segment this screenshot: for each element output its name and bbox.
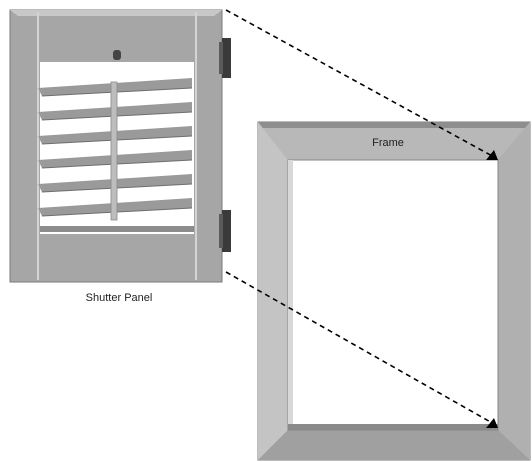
tilt-rod xyxy=(110,81,118,221)
bottom-connector-line xyxy=(225,271,495,425)
frame-opening xyxy=(287,159,499,431)
bottom-arrowhead-icon xyxy=(486,418,498,428)
frame-bottom-bevel xyxy=(258,430,530,460)
hinge-bottom-leaf xyxy=(219,214,223,248)
frame-top-bevel xyxy=(258,122,530,160)
connector-lines xyxy=(225,9,498,428)
frame-top-edge xyxy=(258,122,530,128)
frame-left-bevel xyxy=(258,122,288,460)
hinge-top xyxy=(222,38,231,78)
frame xyxy=(257,121,531,461)
frame-inner-left-shadow xyxy=(288,160,293,430)
panel-bottom-rail-edge xyxy=(40,226,194,232)
shutter-panel xyxy=(9,9,231,283)
top-arrowhead-icon xyxy=(486,150,498,160)
hinge-top-leaf xyxy=(219,42,223,74)
frame-inner-bottom-shadow xyxy=(288,424,498,430)
hinge-bottom xyxy=(222,210,231,252)
top-connector-line xyxy=(225,9,495,158)
panel-knob xyxy=(113,50,121,60)
frame-right-bevel xyxy=(498,122,530,460)
panel-top-bevel xyxy=(10,10,222,16)
panel-label: Shutter Panel xyxy=(86,292,153,304)
frame-label: Frame xyxy=(372,137,404,149)
